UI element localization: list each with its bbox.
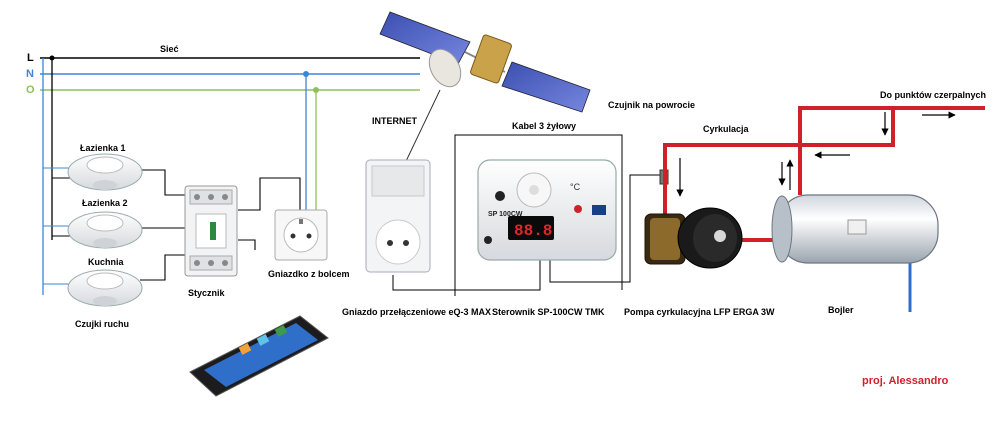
sensor-wiring bbox=[43, 167, 301, 285]
czujnik-label: Czujnik na powrocie bbox=[608, 100, 695, 110]
smartphone-icon bbox=[189, 315, 329, 397]
sterownik-label: Sterownik SP-100CW TMK bbox=[492, 307, 605, 317]
internet-label: INTERNET bbox=[372, 116, 418, 126]
motion-sensor-icon bbox=[93, 296, 117, 306]
controller-display: 88.8 bbox=[514, 222, 552, 240]
boiler-icon bbox=[771, 194, 939, 264]
flow-arrows bbox=[676, 111, 956, 197]
line-o-label: O bbox=[26, 84, 35, 96]
controller-unit: °C bbox=[570, 182, 581, 192]
line-n-label: N bbox=[26, 68, 34, 80]
stycznik-label: Stycznik bbox=[188, 288, 226, 298]
satellite-icon bbox=[379, 11, 591, 113]
motion-sensor-lazienka1 bbox=[67, 153, 143, 191]
controller-icon: 88.8 SP 100CW °C bbox=[477, 159, 617, 261]
kabel-label: Kabel 3 żyłowy bbox=[512, 121, 576, 131]
kuchnia-label: Kuchnia bbox=[88, 257, 124, 267]
cyrkulacja-label: Cyrkulacja bbox=[703, 124, 750, 134]
bojler-label: Bojler bbox=[828, 305, 854, 315]
cable-box bbox=[392, 134, 660, 296]
mains-lines bbox=[40, 55, 420, 295]
gniazdko-label: Gniazdko z bolcem bbox=[268, 269, 350, 279]
gniazdo-eq3-label: Gniazdo przełączeniowe eQ-3 MAX bbox=[342, 307, 491, 317]
motion-sensor-icon bbox=[93, 238, 117, 248]
motion-sensor-kuchnia bbox=[67, 269, 143, 307]
motion-sensor-lazienka2 bbox=[67, 211, 143, 249]
lazienka2-label: Łazienka 2 bbox=[82, 198, 128, 208]
wall-socket-icon bbox=[274, 209, 328, 261]
motion-sensor-icon bbox=[93, 180, 117, 190]
switch-plug-icon bbox=[365, 159, 431, 273]
lazienka1-label: Łazienka 1 bbox=[80, 143, 126, 153]
punkty-label: Do punktów czerpalnych bbox=[880, 90, 986, 100]
pump-icon bbox=[644, 207, 743, 269]
mains-label: Sieć bbox=[160, 44, 179, 54]
contactor-icon bbox=[184, 185, 238, 277]
line-l-label: L bbox=[27, 52, 34, 64]
credit-label: proj. Alessandro bbox=[862, 375, 949, 387]
pompa-label: Pompa cyrkulacyjna LFP ERGA 3W bbox=[624, 307, 775, 317]
czujki-label: Czujki ruchu bbox=[75, 319, 129, 329]
controller-model: SP 100CW bbox=[488, 211, 523, 218]
